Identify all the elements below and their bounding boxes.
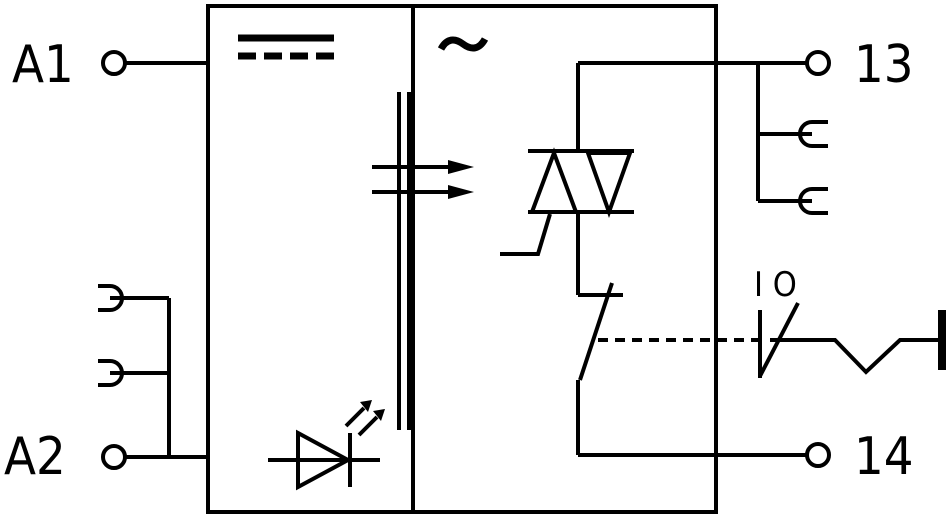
triac-icon	[500, 63, 634, 295]
terminal-label-14: 14	[854, 427, 914, 487]
dc-symbol-icon	[238, 34, 334, 60]
led-icon	[268, 400, 385, 491]
manual-switch	[576, 282, 946, 455]
switch-position-labels: I O	[754, 265, 797, 305]
terminal-label-a1: A1	[12, 35, 74, 95]
terminal-label-13: 13	[854, 35, 914, 95]
terminal-a2	[101, 444, 127, 470]
optocoupler-barrier	[372, 92, 474, 430]
terminal-14	[805, 442, 831, 468]
terminal-label-a2: A2	[4, 427, 66, 487]
input-module-box	[206, 4, 415, 514]
terminal-a1	[101, 50, 127, 76]
output-module-box	[411, 4, 718, 514]
input-jumper-sockets	[98, 284, 171, 457]
ac-tilde-icon	[437, 36, 489, 52]
terminal-13	[805, 50, 831, 76]
output-jumper-sockets	[756, 63, 828, 215]
